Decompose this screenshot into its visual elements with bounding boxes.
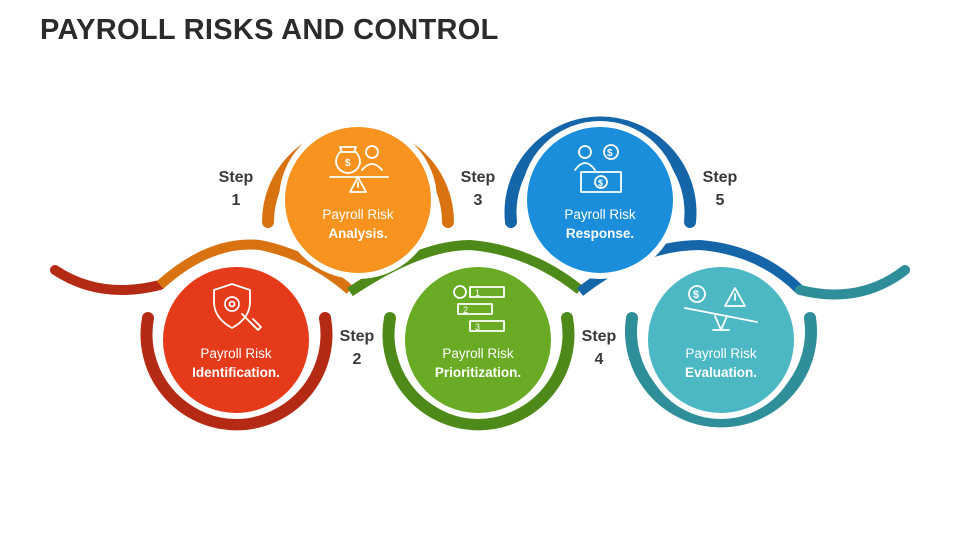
step-1-name: Analysis. <box>328 226 387 241</box>
step-1-circle <box>279 121 437 279</box>
step-1: $ Payroll Risk Analysis. Step 1 <box>219 121 454 279</box>
step-3-word: Step <box>461 169 496 186</box>
step-2-title: Payroll Risk <box>200 346 272 361</box>
wave-segment-5 <box>795 265 910 300</box>
step-4-circle <box>521 121 679 279</box>
step-4-name: Response. <box>566 226 634 241</box>
step-5-number: 5 <box>716 192 725 209</box>
svg-text:1: 1 <box>475 288 480 298</box>
step-4-number: 4 <box>595 351 604 368</box>
step-3: 1 2 3 Payroll Risk Prioritization. Step … <box>382 169 575 431</box>
person-money-bill-icon: $ $ <box>574 144 622 193</box>
money-bag-person-warning-icon: $ <box>329 145 389 193</box>
step-2: Payroll Risk Identification. Step 2 <box>140 261 375 431</box>
svg-text:$: $ <box>345 158 351 169</box>
step-4-word: Step <box>582 328 617 345</box>
step-5-title: Payroll Risk <box>685 346 757 361</box>
step-4: $ $ Payroll Risk Response. Step 4 <box>504 116 697 368</box>
step-3-circle <box>399 261 557 419</box>
numbered-list-gear-icon: 1 2 3 <box>453 285 505 332</box>
svg-text:3: 3 <box>475 322 480 332</box>
step-5-ring <box>625 312 817 428</box>
wave-segment-1 <box>50 265 165 295</box>
step-2-word: Step <box>340 328 375 345</box>
shield-gear-magnifier-icon <box>213 283 262 331</box>
svg-text:$: $ <box>598 178 603 188</box>
step-2-circle <box>157 261 315 419</box>
step-3-number: 3 <box>474 192 483 209</box>
step-1-title: Payroll Risk <box>322 207 394 222</box>
balance-scale-warning-icon: $ <box>684 285 758 331</box>
step-2-name: Identification. <box>192 365 280 380</box>
step-2-number: 2 <box>353 351 362 368</box>
svg-text:$: $ <box>693 289 699 301</box>
step-1-word: Step <box>219 169 254 186</box>
step-3-ring <box>382 312 575 431</box>
step-3-title: Payroll Risk <box>442 346 514 361</box>
step-4-title: Payroll Risk <box>564 207 636 222</box>
step-1-number: 1 <box>232 192 241 209</box>
step-3-name: Prioritization. <box>435 365 521 380</box>
svg-text:2: 2 <box>463 305 468 315</box>
step-2-ring <box>140 312 333 431</box>
step-5-word: Step <box>703 169 738 186</box>
step-5: $ Payroll Risk Evaluation. Step 5 <box>625 169 817 428</box>
step-5-name: Evaluation. <box>685 365 757 380</box>
step-5-circle <box>642 261 800 419</box>
svg-text:$: $ <box>607 148 613 159</box>
page-title: PAYROLL RISKS AND CONTROL <box>40 14 499 46</box>
